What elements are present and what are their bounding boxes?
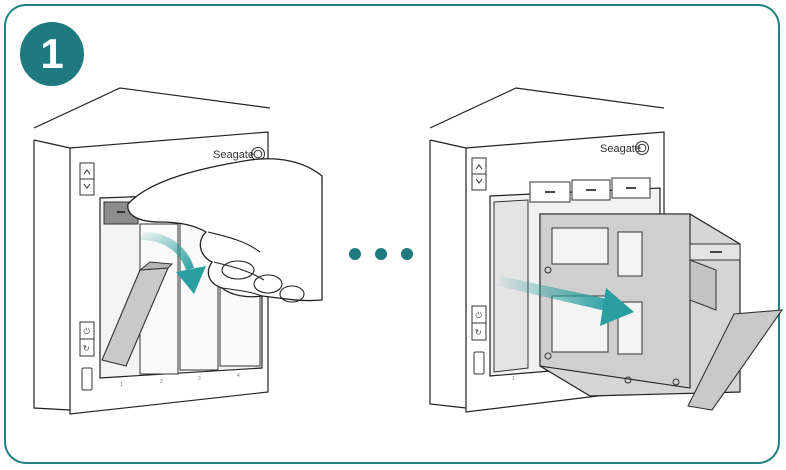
sync-icon: ↻	[83, 344, 90, 353]
tray-door	[687, 309, 784, 411]
step-number-badge: 1	[20, 22, 84, 86]
chevron-up-icon	[475, 164, 483, 170]
chevron-down-icon	[83, 183, 91, 189]
left-brand-label: Seagate	[213, 149, 254, 161]
step-number: 1	[40, 30, 64, 77]
right-nas-unit: Seagate ⏻ ↻ 1	[429, 87, 784, 413]
left-bay-label-1: 1	[120, 382, 123, 388]
left-bay-label-3: 3	[198, 376, 201, 382]
right-brand-label: Seagate	[600, 143, 641, 155]
right-bay-label-1: 1	[512, 376, 515, 382]
power-icon: ⏻	[476, 311, 483, 320]
chevron-up-icon	[83, 169, 91, 175]
left-nas-unit: Seagate ⏻ ↻ 1 2 3 4	[33, 87, 323, 415]
sync-icon: ↻	[475, 328, 482, 337]
usb-port	[81, 367, 93, 391]
press-arrow	[140, 232, 206, 294]
right-brand-logo	[634, 140, 650, 156]
left-bay-label-2: 2	[160, 379, 163, 385]
power-icon: ⏻	[84, 327, 91, 336]
left-bay-label-4: 4	[237, 373, 240, 379]
pull-arrow	[498, 276, 634, 326]
usb-port	[473, 351, 485, 375]
hand-illustration	[127, 158, 323, 303]
sequence-dots	[349, 248, 413, 260]
step-frame	[4, 4, 780, 464]
chevron-down-icon	[475, 178, 483, 184]
